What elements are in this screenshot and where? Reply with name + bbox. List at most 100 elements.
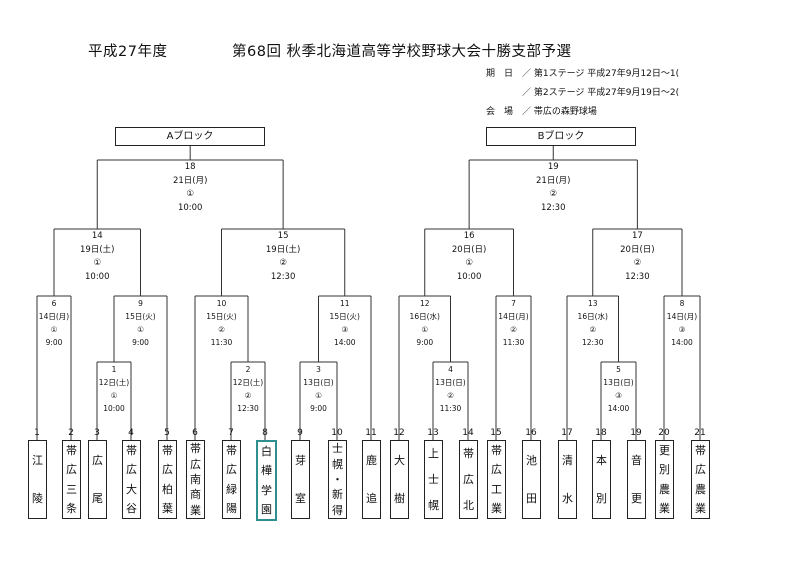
team-number: 2 — [68, 428, 74, 438]
team-name-char: 工 — [491, 482, 502, 496]
venue: ／ 帯広の森野球場 — [522, 107, 597, 117]
team-name-box: 帯広大谷 — [122, 440, 141, 519]
team-name-box: 帯広三条 — [62, 440, 81, 519]
match-slot: ① — [50, 325, 58, 334]
match-date: 15日(火) — [206, 312, 237, 321]
team-name-box: 帯広農業 — [691, 440, 710, 519]
match-date: 16日(水) — [409, 312, 440, 321]
team-name-char: 緑 — [226, 482, 237, 496]
match-time: 14:00 — [671, 338, 693, 347]
match-time: 10:00 — [103, 404, 125, 413]
team-number: 7 — [228, 428, 234, 438]
team-number: 18 — [595, 428, 607, 438]
match-slot: ② — [510, 325, 517, 334]
match-date: 19日(土) — [80, 244, 115, 255]
team-number: 3 — [94, 428, 100, 438]
match-date: 14日(月) — [38, 312, 70, 321]
match-number: 9 — [138, 299, 143, 308]
team-name-char: 農 — [695, 482, 706, 496]
team-name-char: 室 — [295, 492, 306, 506]
schedule-stage2: ／ 第2ステージ 平成27年9月19日～2( — [522, 88, 680, 98]
block-a-header: Aブロック — [115, 127, 265, 146]
match-number: 8 — [679, 299, 685, 308]
team-name-char: 業 — [190, 503, 201, 517]
team-name-char: 新 — [332, 488, 343, 502]
match-date: 20日(日) — [620, 244, 655, 255]
match-number: 14 — [91, 231, 103, 241]
team-number: 15 — [490, 428, 502, 438]
match-time: 14:00 — [607, 404, 630, 413]
team-name-char: 広 — [226, 463, 237, 477]
match-time: 9:00 — [416, 338, 434, 347]
match-date: 20日(日) — [451, 244, 487, 255]
team-name-char: 業 — [695, 501, 706, 515]
team-name-char: 幌 — [428, 498, 439, 512]
team-name-char: 池 — [526, 453, 537, 467]
team-name-char: 更 — [659, 444, 670, 458]
team-name-box: 音更 — [627, 440, 646, 519]
team-number: 17 — [561, 428, 573, 438]
team-name-box: 帯広緑陽 — [222, 440, 241, 519]
team-name-box: 帯広北 — [459, 440, 478, 519]
team-name-char: 帯 — [66, 444, 77, 458]
team-name-char: 広 — [463, 472, 474, 486]
match-time: 9:00 — [45, 338, 63, 347]
match-number: 18 — [184, 162, 196, 172]
team-name-box: 白樺学園 — [256, 440, 277, 521]
match-number: 1 — [111, 365, 117, 374]
team-name-char: 葉 — [162, 501, 173, 515]
team-number: 20 — [658, 428, 670, 438]
team-name-char: 谷 — [126, 501, 137, 515]
team-name-box: 池田 — [522, 440, 541, 519]
team-name-box: 帯広南商業 — [186, 440, 205, 519]
match-slot: ① — [93, 258, 102, 268]
team-number: 9 — [297, 428, 303, 438]
match-slot: ① — [315, 391, 322, 400]
match-time: 9:00 — [310, 404, 327, 413]
match-time: 11:30 — [439, 404, 462, 413]
team-name-char: 三 — [66, 482, 77, 496]
team-number: 1 — [34, 428, 40, 438]
venue-label: 会 場 — [486, 107, 514, 117]
match-time: 11:30 — [210, 338, 233, 347]
team-number: 12 — [393, 428, 405, 438]
match-slot: ① — [421, 325, 429, 334]
team-name-char: 上 — [428, 447, 439, 461]
team-name-char: 帯 — [226, 444, 237, 458]
match-slot: ② — [447, 391, 454, 400]
team-number: 5 — [164, 428, 170, 438]
team-number: 8 — [262, 428, 268, 438]
team-name-char: 農 — [659, 482, 670, 496]
team-name-char: 北 — [463, 498, 474, 512]
year-label: 平成27年度 — [88, 44, 168, 60]
match-date: 19日(土) — [265, 244, 301, 255]
match-label: 3 13日(日) ① 9:00 — [287, 363, 351, 415]
team-number: 14 — [462, 428, 474, 438]
match-slot: ② — [589, 325, 597, 334]
match-time: 12:30 — [625, 271, 650, 282]
team-name-char: 帯 — [491, 444, 502, 458]
team-name-box: 大樹 — [390, 440, 409, 519]
team-name-char: 別 — [659, 463, 670, 477]
team-number: 10 — [331, 428, 343, 438]
match-number: 6 — [51, 299, 57, 308]
match-number: 3 — [316, 365, 321, 374]
team-name-char: 得 — [332, 503, 343, 517]
team-name-box: 鹿追 — [362, 440, 381, 519]
match-number: 13 — [587, 299, 598, 308]
team-name-char: 清 — [562, 453, 573, 467]
match-slot: ② — [279, 258, 287, 268]
team-name-char: 業 — [659, 501, 670, 515]
team-name-char: 帯 — [695, 444, 706, 458]
team-name-char: 帯 — [463, 447, 474, 461]
match-date: 13日(日) — [303, 378, 334, 387]
team-name-char: 陽 — [226, 501, 237, 515]
match-slot: ① — [186, 189, 194, 199]
match-number: 15 — [277, 231, 289, 241]
team-name-char: 広 — [491, 463, 502, 477]
